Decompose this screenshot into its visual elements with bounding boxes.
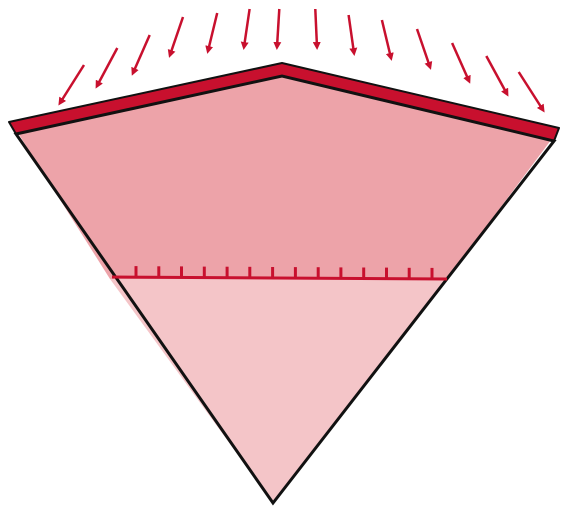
incoming-arrow [452, 43, 469, 81]
incoming-arrow [133, 35, 150, 73]
incoming-arrow [486, 56, 507, 94]
lower-zone [110, 279, 447, 503]
incoming-arrow [277, 9, 279, 47]
incoming-arrow [349, 15, 354, 53]
incoming-arrow [382, 20, 391, 58]
incoming-arrow [170, 17, 183, 55]
incoming-arrow [315, 9, 317, 47]
incoming-arrow [519, 72, 543, 110]
incoming-arrow [244, 9, 250, 47]
incoming-arrow [208, 13, 217, 51]
incoming-arrow [97, 48, 117, 86]
incoming-arrow [417, 29, 430, 67]
boundary-line [112, 277, 447, 279]
incoming-arrow [60, 65, 84, 103]
